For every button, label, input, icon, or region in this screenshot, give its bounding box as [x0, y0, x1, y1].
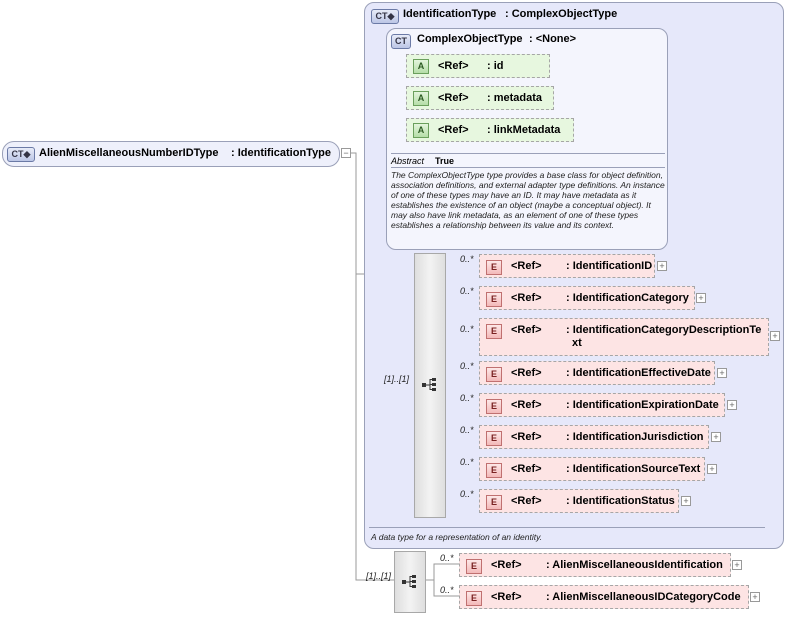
ref-label: <Ref>	[511, 367, 542, 379]
element-name: : IdentificationStatus	[566, 495, 675, 507]
expand-toggle[interactable]: +	[750, 592, 760, 602]
element-name: : IdentificationCategoryDescriptionTe	[566, 324, 762, 336]
sequence-occurrence: [1]..[1]	[384, 374, 410, 384]
divider	[391, 153, 665, 154]
element-name: : IdentificationExpirationDate	[566, 399, 719, 411]
element-identification-category-description-text[interactable]: E <Ref> : IdentificationCategoryDescript…	[479, 318, 769, 356]
element-icon: E	[486, 324, 502, 339]
element-identification-jurisdiction[interactable]: E <Ref> : IdentificationJurisdiction	[479, 425, 709, 449]
sequence-compositor[interactable]	[394, 551, 426, 613]
occurrence-label: 0..*	[460, 254, 474, 264]
complex-type-icon: CT◆	[7, 147, 35, 162]
occurrence-label: 0..*	[460, 489, 474, 499]
collapse-toggle[interactable]: −	[341, 148, 351, 158]
occurrence-label: 0..*	[460, 393, 474, 403]
root-type-box[interactable]: CT◆ AlienMiscellaneousNumberIDType : Ide…	[2, 141, 340, 167]
attribute-name: : linkMetadata	[487, 124, 561, 136]
element-icon: E	[486, 463, 502, 478]
element-name-continued: xt	[572, 337, 582, 349]
element-identification-effective-date[interactable]: E <Ref> : IdentificationEffectiveDate	[479, 361, 715, 385]
occurrence-label: 0..*	[440, 553, 454, 563]
root-type-name: AlienMiscellaneousNumberIDType	[39, 147, 219, 159]
attribute-icon: A	[413, 123, 429, 138]
attribute-name: : id	[487, 60, 504, 72]
abstract-value: True	[435, 156, 455, 166]
ref-label: <Ref>	[511, 431, 542, 443]
sequence-compositor[interactable]	[414, 253, 446, 518]
ref-label: <Ref>	[511, 292, 542, 304]
ref-label: <Ref>	[511, 399, 542, 411]
element-name: : IdentificationID	[566, 260, 653, 272]
outer-type-name: IdentificationType	[403, 8, 497, 20]
expand-toggle[interactable]: +	[681, 496, 691, 506]
complex-type-icon: CT◆	[371, 9, 399, 24]
expand-toggle[interactable]: +	[717, 368, 727, 378]
element-icon: E	[486, 260, 502, 275]
sequence-icon	[402, 575, 416, 588]
inner-doc: The ComplexObjectType type provides a ba…	[391, 170, 665, 230]
occurrence-label: 0..*	[460, 324, 474, 334]
element-icon: E	[486, 399, 502, 414]
element-icon: E	[466, 559, 482, 574]
expand-toggle[interactable]: +	[732, 560, 742, 570]
element-name: : AlienMiscellaneousIDCategoryCode	[546, 591, 741, 603]
inner-type-base: : <None>	[529, 33, 577, 45]
attribute-metadata[interactable]: A <Ref> : metadata	[406, 86, 554, 110]
attribute-icon: A	[413, 91, 429, 106]
ref-label: <Ref>	[511, 260, 542, 272]
occurrence-label: 0..*	[460, 286, 474, 296]
element-name: : AlienMiscellaneousIdentification	[546, 559, 723, 571]
element-identification-expiration-date[interactable]: E <Ref> : IdentificationExpirationDate	[479, 393, 725, 417]
divider	[391, 167, 665, 168]
root-type-base: : IdentificationType	[231, 147, 332, 159]
occurrence-label: 0..*	[460, 425, 474, 435]
element-icon: E	[486, 431, 502, 446]
expand-toggle[interactable]: +	[711, 432, 721, 442]
element-icon: E	[486, 367, 502, 382]
element-name: : IdentificationSourceText	[566, 463, 701, 475]
ref-label: <Ref>	[511, 463, 542, 475]
element-icon: E	[466, 591, 482, 606]
element-alien-miscellaneous-id-category-code[interactable]: E <Ref> : AlienMiscellaneousIDCategoryCo…	[459, 585, 749, 609]
ref-label: <Ref>	[511, 495, 542, 507]
occurrence-label: 0..*	[460, 361, 474, 371]
attribute-link-metadata[interactable]: A <Ref> : linkMetadata	[406, 118, 574, 142]
abstract-label: Abstract	[391, 156, 425, 166]
ref-label: <Ref>	[438, 92, 469, 104]
element-icon: E	[486, 292, 502, 307]
expand-toggle[interactable]: +	[727, 400, 737, 410]
element-name: : IdentificationJurisdiction	[566, 431, 704, 443]
element-identification-status[interactable]: E <Ref> : IdentificationStatus	[479, 489, 679, 513]
element-identification-source-text[interactable]: E <Ref> : IdentificationSourceText	[479, 457, 705, 481]
inner-type-name: ComplexObjectType	[417, 33, 523, 45]
attribute-id[interactable]: A <Ref> : id	[406, 54, 550, 78]
sequence-icon	[422, 378, 436, 391]
divider	[369, 527, 765, 528]
expand-toggle[interactable]: +	[657, 261, 667, 271]
outer-doc: A data type for a representation of an i…	[371, 532, 543, 542]
ref-label: <Ref>	[491, 591, 522, 603]
sequence-occurrence: [1]..[1]	[366, 571, 392, 581]
expand-toggle[interactable]: +	[707, 464, 717, 474]
occurrence-label: 0..*	[440, 585, 454, 595]
element-identification-category[interactable]: E <Ref> : IdentificationCategory	[479, 286, 695, 310]
ref-label: <Ref>	[438, 60, 469, 72]
ref-label: <Ref>	[438, 124, 469, 136]
expand-toggle[interactable]: +	[696, 293, 706, 303]
complex-type-icon: CT	[391, 34, 411, 49]
occurrence-label: 0..*	[460, 457, 474, 467]
ref-label: <Ref>	[511, 324, 542, 336]
attribute-icon: A	[413, 59, 429, 74]
element-name: : IdentificationCategory	[566, 292, 689, 304]
element-alien-miscellaneous-identification[interactable]: E <Ref> : AlienMiscellaneousIdentificati…	[459, 553, 731, 577]
ref-label: <Ref>	[491, 559, 522, 571]
outer-type-base: : ComplexObjectType	[505, 8, 618, 20]
element-icon: E	[486, 495, 502, 510]
attribute-name: : metadata	[487, 92, 543, 104]
element-identification-id[interactable]: E <Ref> : IdentificationID	[479, 254, 655, 278]
expand-toggle[interactable]: +	[770, 331, 780, 341]
element-name: : IdentificationEffectiveDate	[566, 367, 711, 379]
